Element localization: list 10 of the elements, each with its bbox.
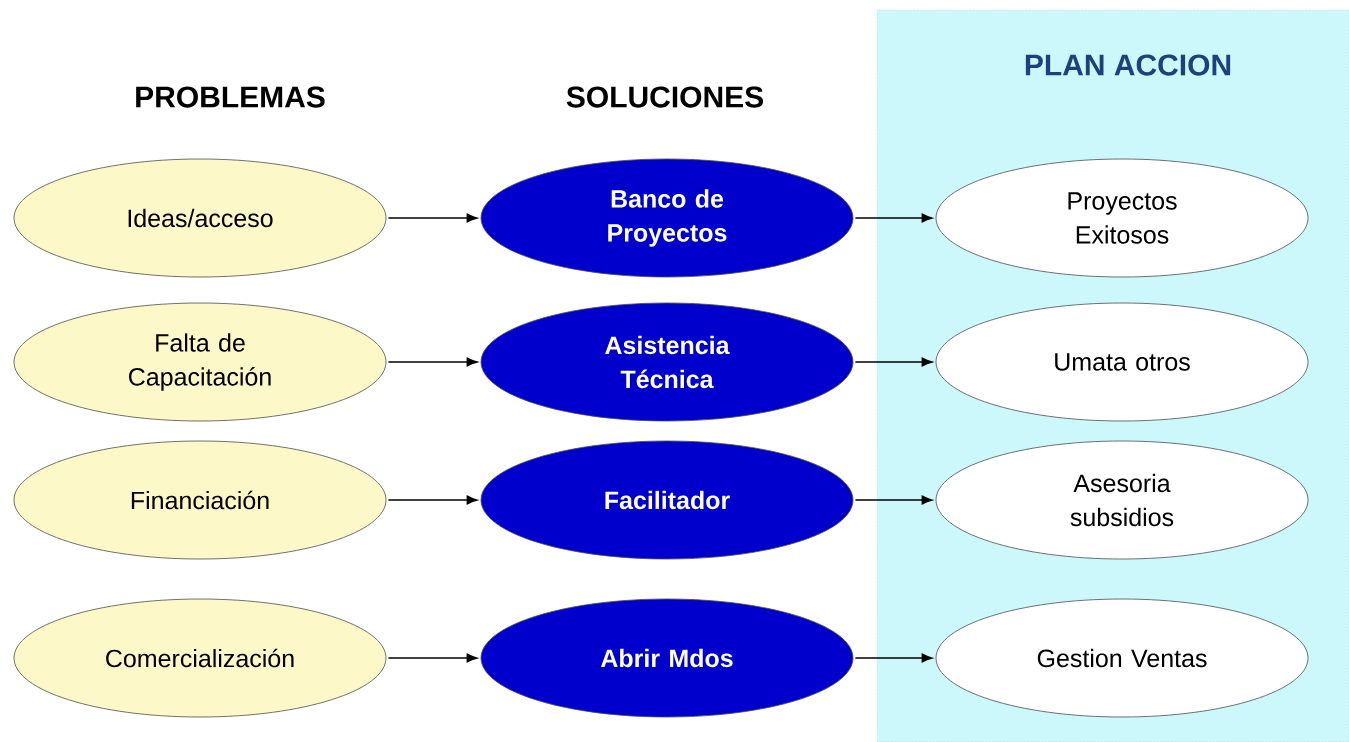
arrow (854, 495, 933, 505)
column-heading: SOLUCIONES (566, 86, 763, 108)
arrow (854, 653, 933, 663)
arrow (387, 653, 478, 663)
column-heading: PROBLEMAS (136, 86, 325, 108)
arrow (854, 213, 933, 223)
arrow (387, 495, 478, 505)
arrow (387, 213, 478, 223)
arrow (387, 357, 478, 367)
arrow (854, 357, 933, 367)
